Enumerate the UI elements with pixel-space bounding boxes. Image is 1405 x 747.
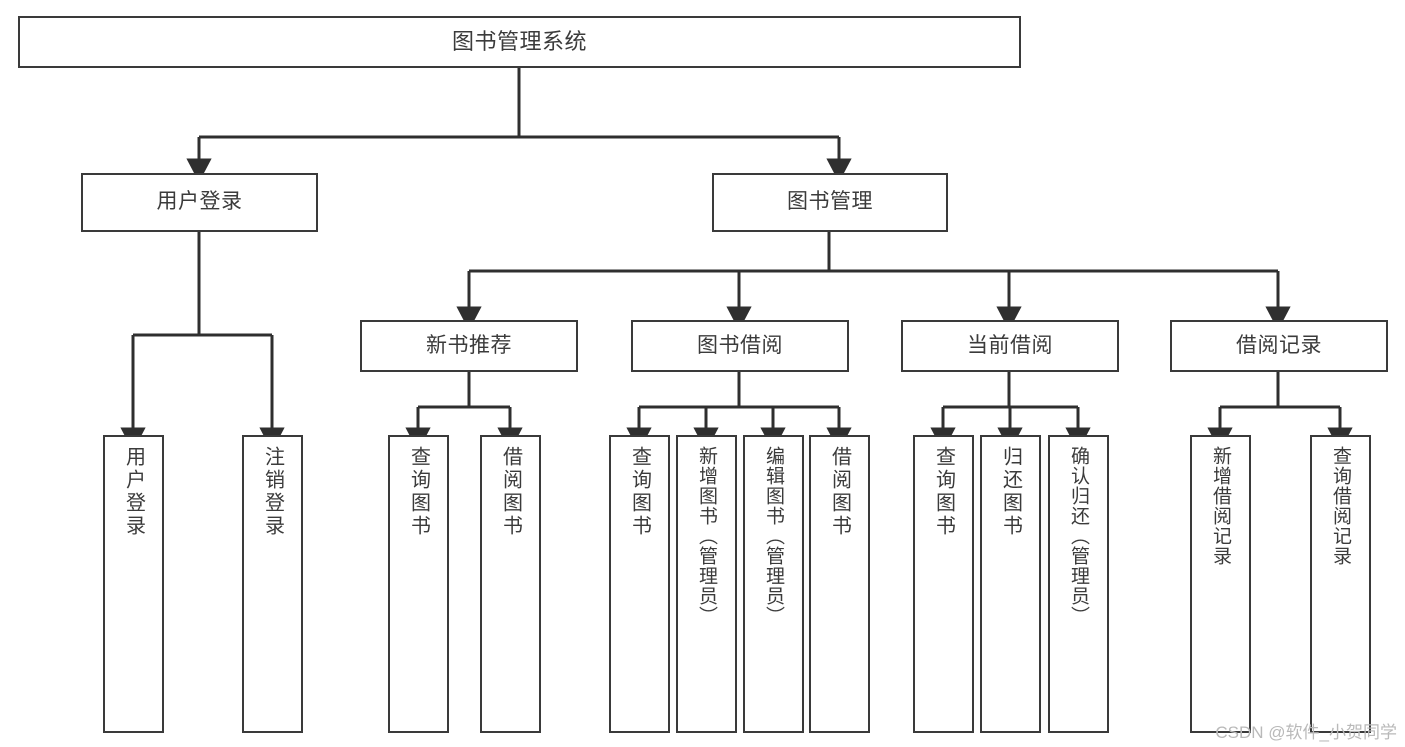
node-user-login-label: 用户登录 [156, 190, 243, 214]
node-leaf-user-login-label: 用户登录 [122, 446, 145, 538]
node-borrow-record[interactable]: 借阅记录 [1170, 320, 1388, 372]
node-leaf-user-login[interactable]: 用户登录 [103, 435, 164, 733]
node-leaf-add-book[interactable]: 新增图书（管理员） [676, 435, 737, 733]
node-root[interactable]: 图书管理系统 [18, 16, 1021, 68]
node-leaf-return-book-label: 归还图书 [999, 446, 1022, 538]
node-leaf-add-record[interactable]: 新增借阅记录 [1190, 435, 1251, 733]
node-leaf-query-book-2[interactable]: 查询图书 [609, 435, 670, 733]
node-leaf-query-book-2-label: 查询图书 [628, 446, 651, 538]
node-leaf-query-book-3[interactable]: 查询图书 [913, 435, 974, 733]
node-book-manage-label: 图书管理 [787, 190, 873, 214]
node-leaf-query-record-label: 查询借阅记录 [1330, 446, 1351, 566]
node-new-book-recommend[interactable]: 新书推荐 [360, 320, 578, 372]
node-leaf-borrow-book-2[interactable]: 借阅图书 [809, 435, 870, 733]
node-book-manage[interactable]: 图书管理 [712, 173, 948, 232]
node-leaf-logout-login-label: 注销登录 [261, 446, 284, 538]
node-leaf-borrow-book-1-label: 借阅图书 [499, 446, 522, 538]
node-book-borrow[interactable]: 图书借阅 [631, 320, 849, 372]
node-borrow-record-label: 借阅记录 [1236, 333, 1322, 357]
node-leaf-edit-book[interactable]: 编辑图书（管理员） [743, 435, 804, 733]
node-leaf-confirm-return-label: 确认归还（管理员） [1068, 446, 1089, 626]
node-root-label: 图书管理系统 [451, 29, 587, 55]
node-leaf-borrow-book-2-label: 借阅图书 [828, 446, 851, 538]
node-book-borrow-label: 图书借阅 [697, 333, 783, 357]
node-leaf-return-book[interactable]: 归还图书 [980, 435, 1041, 733]
node-new-book-recommend-label: 新书推荐 [426, 333, 512, 357]
node-leaf-query-book-3-label: 查询图书 [932, 446, 955, 538]
node-leaf-add-record-label: 新增借阅记录 [1210, 446, 1231, 566]
node-current-borrow-label: 当前借阅 [967, 333, 1053, 357]
node-leaf-query-book-1-label: 查询图书 [407, 446, 430, 538]
node-leaf-add-book-label: 新增图书（管理员） [696, 446, 717, 626]
node-current-borrow[interactable]: 当前借阅 [901, 320, 1119, 372]
node-leaf-query-record[interactable]: 查询借阅记录 [1310, 435, 1371, 733]
node-leaf-borrow-book-1[interactable]: 借阅图书 [480, 435, 541, 733]
node-user-login[interactable]: 用户登录 [81, 173, 318, 232]
watermark: CSDN @软件_小贺同学 [1215, 723, 1397, 742]
node-leaf-confirm-return[interactable]: 确认归还（管理员） [1048, 435, 1109, 733]
node-leaf-edit-book-label: 编辑图书（管理员） [763, 446, 784, 626]
node-leaf-query-book-1[interactable]: 查询图书 [388, 435, 449, 733]
node-leaf-logout-login[interactable]: 注销登录 [242, 435, 303, 733]
